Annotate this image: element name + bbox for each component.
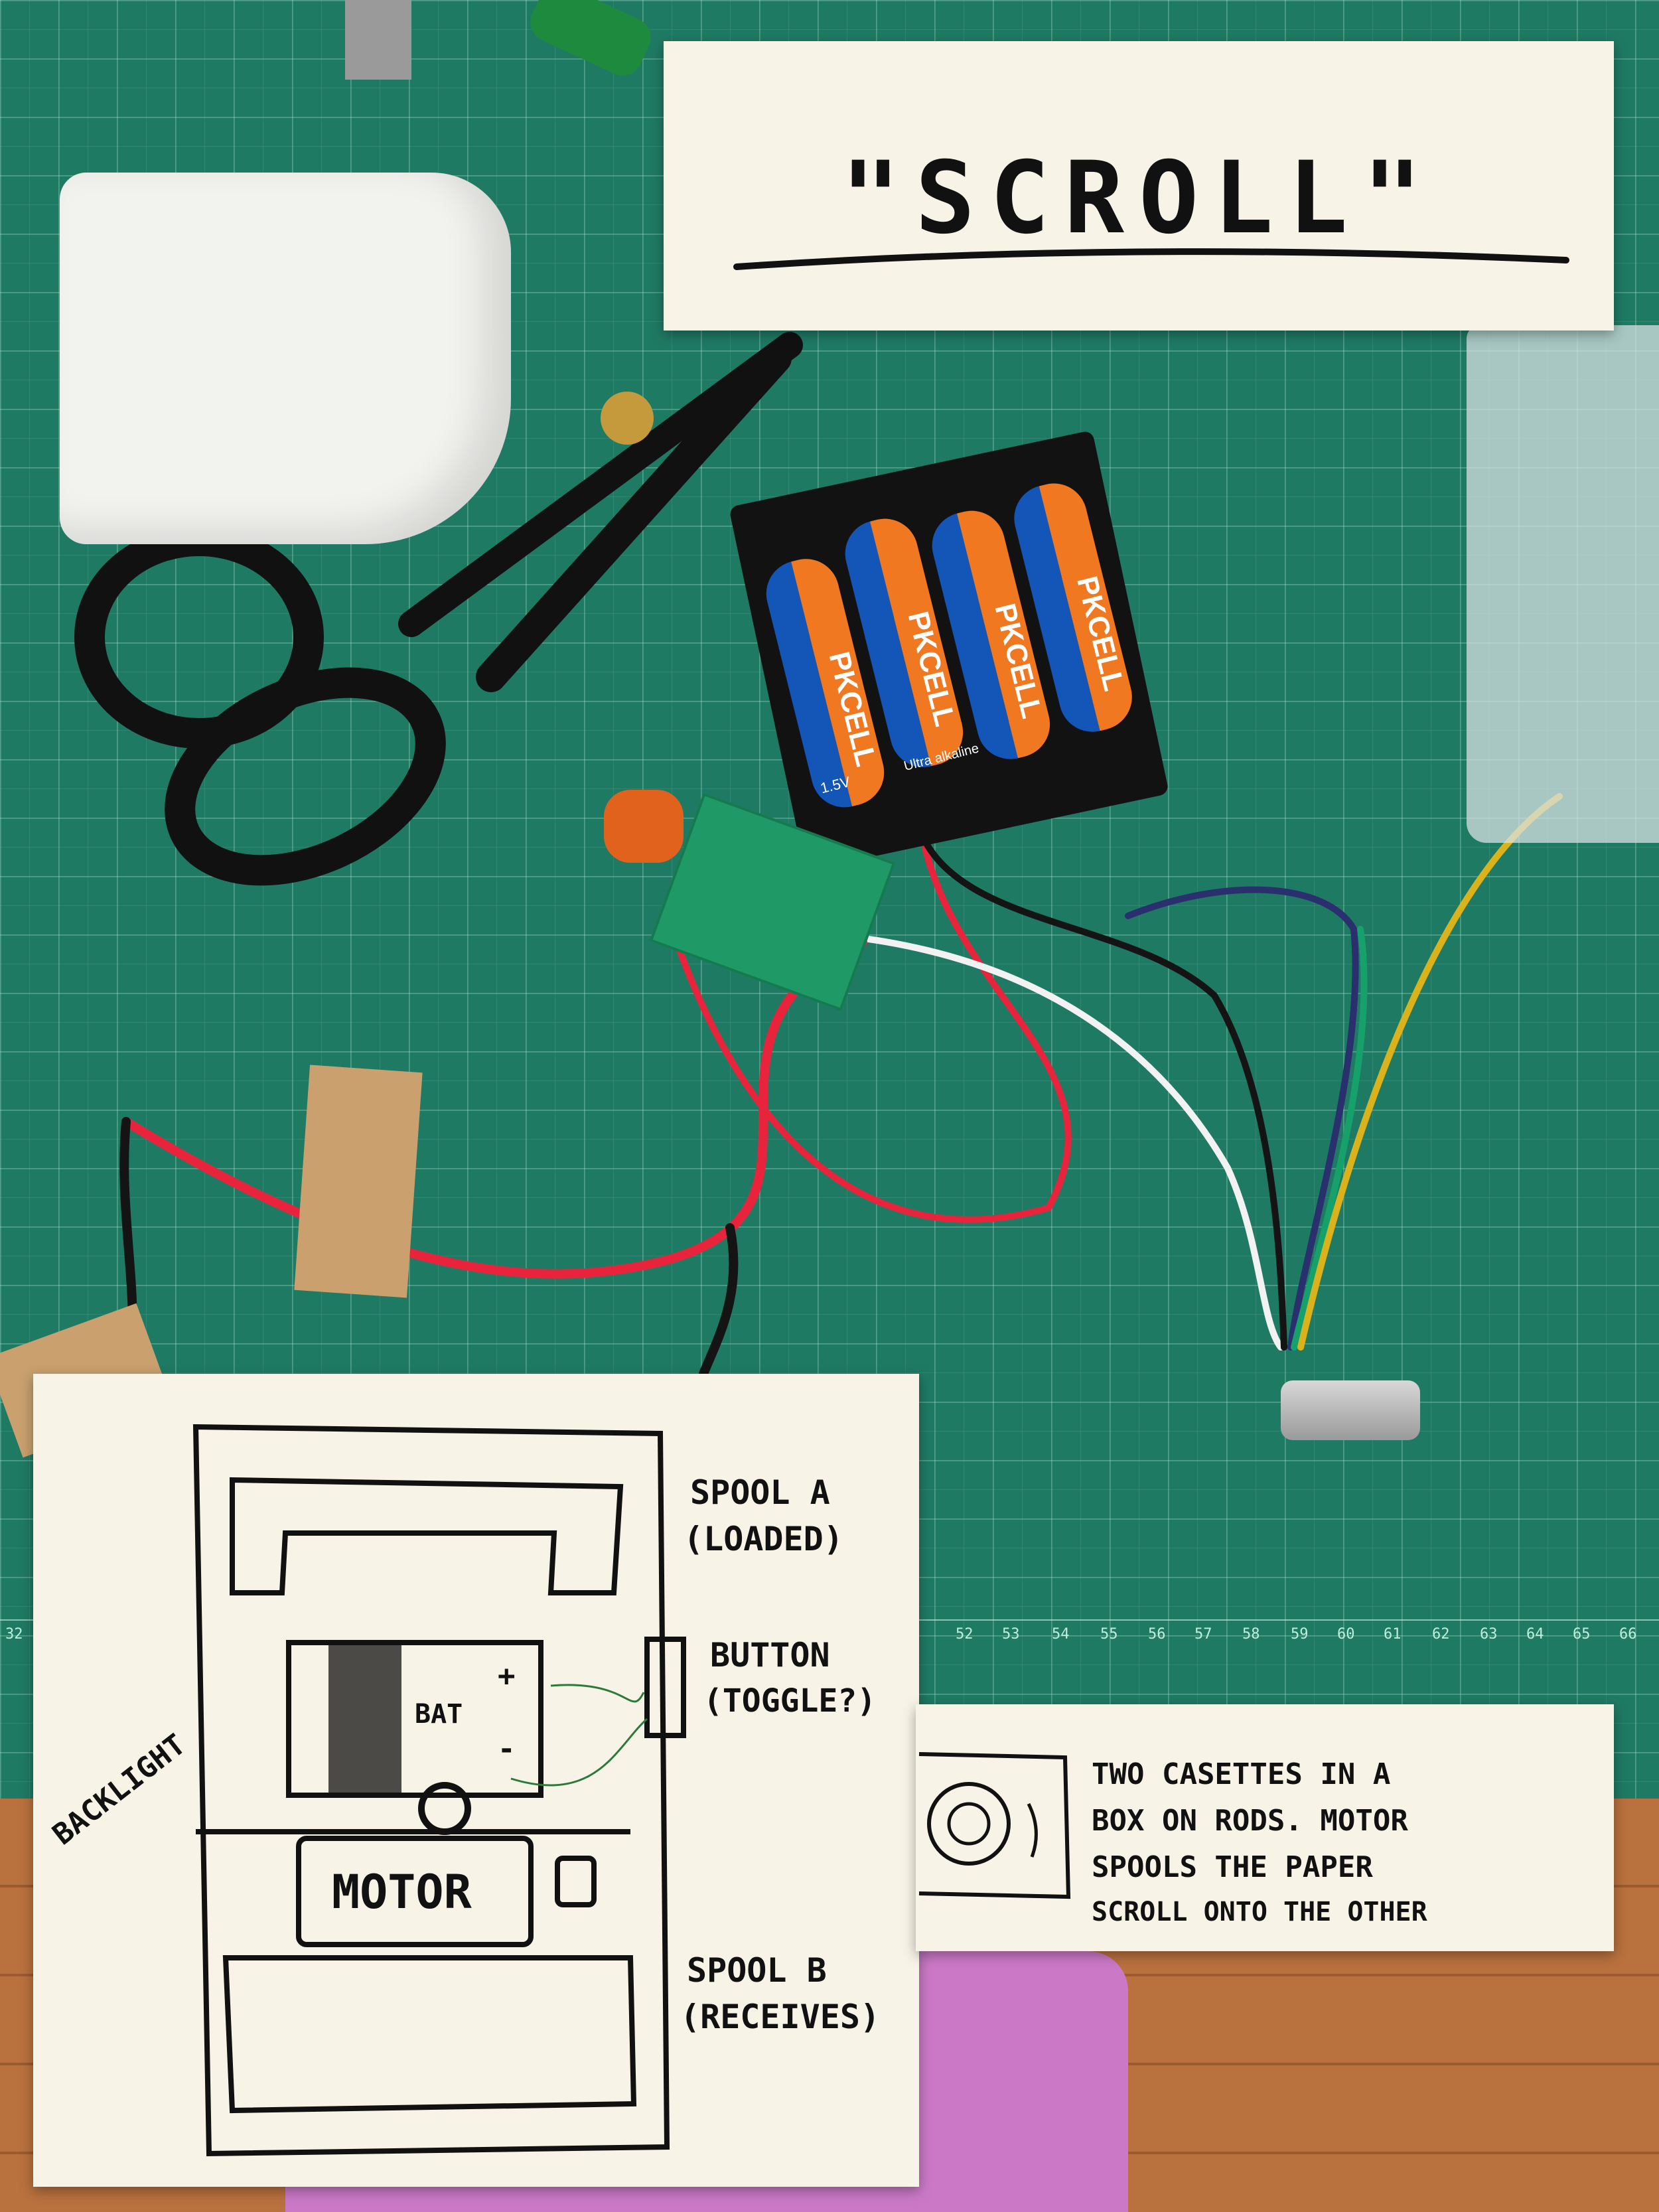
ruler-mark: 57 bbox=[1194, 1626, 1212, 1643]
spool-a-label: SPOOL A bbox=[690, 1473, 830, 1512]
spool-b-note: (RECEIVES) bbox=[680, 1998, 881, 2036]
pliers bbox=[345, 0, 411, 80]
ruler-mark: 60 bbox=[1337, 1626, 1355, 1643]
ruler-mark: 66 bbox=[1619, 1626, 1637, 1643]
ruler-mark: 63 bbox=[1480, 1626, 1498, 1643]
ruler-mark: 56 bbox=[1148, 1626, 1166, 1643]
sketch-card: SPOOL A (LOADED) BUTTON (TOGGLE?) BAT + … bbox=[33, 1374, 919, 2187]
ruler-mark: 62 bbox=[1432, 1626, 1450, 1643]
title-underline bbox=[733, 248, 1569, 270]
scissor-pivot bbox=[601, 392, 654, 445]
ruler-mark: 55 bbox=[1100, 1626, 1118, 1643]
plastic-bag bbox=[1467, 325, 1659, 843]
motor-label: MOTOR bbox=[332, 1865, 472, 1919]
spool-b-label: SPOOL B bbox=[687, 1951, 827, 1990]
ruler-mark: 52 bbox=[956, 1626, 974, 1643]
note-line: TWO CASETTES IN A bbox=[1092, 1757, 1391, 1791]
ruler-mark: 59 bbox=[1291, 1626, 1309, 1643]
button-note: (TOGGLE?) bbox=[703, 1682, 877, 1720]
masking-tape bbox=[294, 1065, 423, 1298]
box-sketch bbox=[192, 1424, 686, 2157]
title-text: "SCROLL" bbox=[840, 141, 1437, 256]
title-card: "SCROLL" bbox=[664, 41, 1614, 331]
ruler-mark: 64 bbox=[1526, 1626, 1544, 1643]
green-marker bbox=[530, 0, 651, 76]
potentiometer-knob bbox=[604, 790, 684, 863]
cassette-sketch bbox=[918, 1752, 1071, 1899]
ruler-mark: 61 bbox=[1384, 1626, 1402, 1643]
ruler-mark: 32 bbox=[5, 1626, 23, 1643]
note-line: BOX ON RODS. MOTOR bbox=[1092, 1804, 1408, 1838]
ruler-mark: 58 bbox=[1242, 1626, 1260, 1643]
plus-sign: + bbox=[498, 1659, 516, 1693]
minus-sign: - bbox=[498, 1732, 516, 1766]
button-label: BUTTON bbox=[710, 1636, 830, 1674]
spool-a-note: (LOADED) bbox=[684, 1520, 843, 1558]
note-line: SPOOLS THE PAPER bbox=[1092, 1850, 1373, 1884]
ruler-mark: 65 bbox=[1573, 1626, 1591, 1643]
note-line: SCROLL ONTO THE OTHER bbox=[1092, 1897, 1427, 1927]
gear-motor bbox=[1281, 1380, 1420, 1440]
paper-roll bbox=[60, 173, 511, 544]
battery-sketch-label: BAT bbox=[415, 1699, 463, 1730]
note-card: TWO CASETTES IN A BOX ON RODS. MOTOR SPO… bbox=[916, 1704, 1614, 1951]
ruler-mark: 54 bbox=[1052, 1626, 1070, 1643]
ruler-mark: 53 bbox=[1002, 1626, 1020, 1643]
